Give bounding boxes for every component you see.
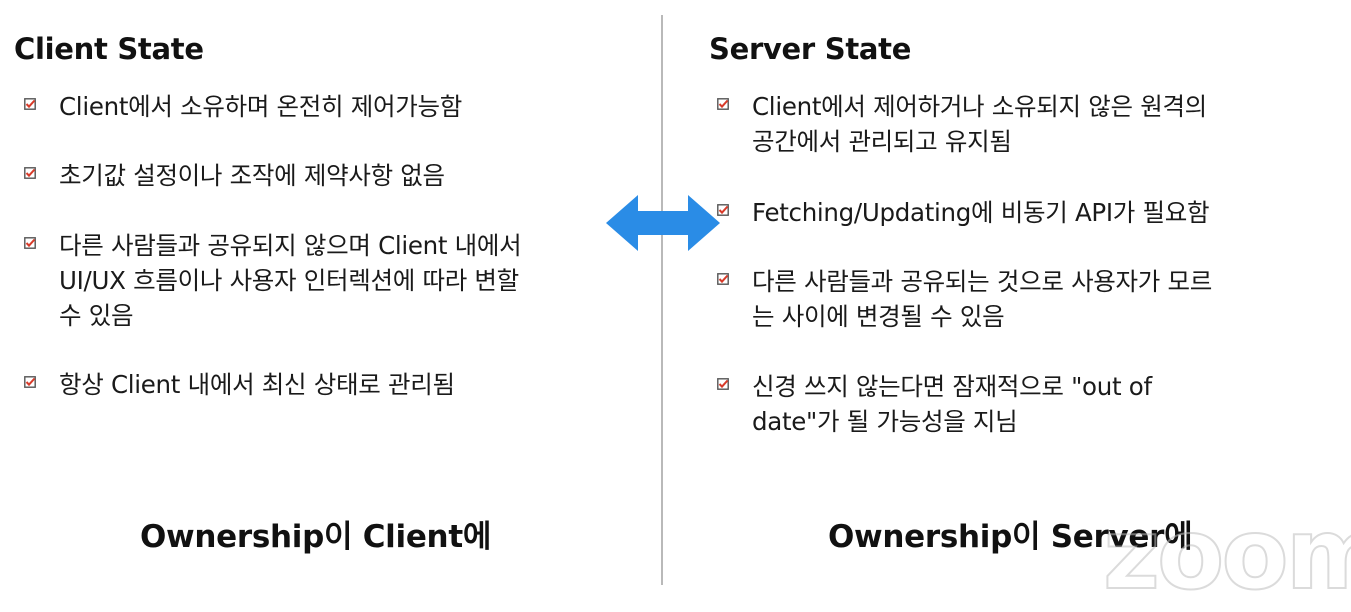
client-ownership-caption: Ownership이 Client에: [140, 519, 492, 555]
client-bullet-text: 다른 사람들과 공유되지 않으며 Client 내에서 UI/UX 흐름이나 사…: [59, 231, 522, 330]
client-bullet: 항상 Client 내에서 최신 상태로 관리됨: [24, 367, 624, 402]
server-bullet: Client에서 제어하거나 소유되지 않은 원격의 공간에서 관리되고 유지됨: [717, 89, 1317, 159]
client-bullet-text: 초기값 설정이나 조작에 제약사항 없음: [59, 161, 445, 190]
server-state-title: Server State: [709, 32, 912, 66]
zoom-watermark: zoom: [1102, 498, 1351, 612]
server-state-panel: Server State Client에서 제어하거나 소유되지 않은 원격의 …: [690, 0, 1340, 585]
server-bullet-text: Client에서 제어하거나 소유되지 않은 원격의 공간에서 관리되고 유지됨: [752, 92, 1207, 156]
client-state-panel: Client State Client에서 소유하며 온전히 제어가능함 초기값…: [0, 0, 640, 585]
client-bullet: Client에서 소유하며 온전히 제어가능함: [24, 89, 624, 124]
checkbox-check-icon: [717, 273, 729, 285]
client-bullet-text: 항상 Client 내에서 최신 상태로 관리됨: [59, 370, 455, 399]
checkbox-check-icon: [24, 237, 36, 249]
checkbox-check-icon: [24, 98, 36, 110]
server-ownership-caption: Ownership이 Server에: [828, 519, 1193, 555]
client-bullet: 초기값 설정이나 조작에 제약사항 없음: [24, 158, 624, 193]
server-bullet: 신경 쓰지 않는다면 잠재적으로 "out of date"가 될 가능성을 지…: [717, 369, 1317, 439]
server-bullet-text: Fetching/Updating에 비동기 API가 필요함: [752, 198, 1210, 227]
double-arrow-icon: [606, 195, 720, 251]
checkbox-check-icon: [24, 376, 36, 388]
checkbox-check-icon: [717, 204, 729, 216]
client-state-title: Client State: [14, 32, 204, 66]
client-bullet-text: Client에서 소유하며 온전히 제어가능함: [59, 92, 462, 121]
server-bullet-text: 신경 쓰지 않는다면 잠재적으로 "out of date"가 될 가능성을 지…: [752, 372, 1152, 436]
center-divider: [661, 15, 663, 585]
checkbox-check-icon: [717, 98, 729, 110]
client-bullet: 다른 사람들과 공유되지 않으며 Client 내에서 UI/UX 흐름이나 사…: [24, 228, 624, 333]
server-bullet: 다른 사람들과 공유되는 것으로 사용자가 모르 는 사이에 변경될 수 있음: [717, 264, 1317, 334]
checkbox-check-icon: [24, 167, 36, 179]
server-bullet: Fetching/Updating에 비동기 API가 필요함: [717, 195, 1317, 230]
server-bullet-text: 다른 사람들과 공유되는 것으로 사용자가 모르 는 사이에 변경될 수 있음: [752, 267, 1212, 331]
checkbox-check-icon: [717, 378, 729, 390]
